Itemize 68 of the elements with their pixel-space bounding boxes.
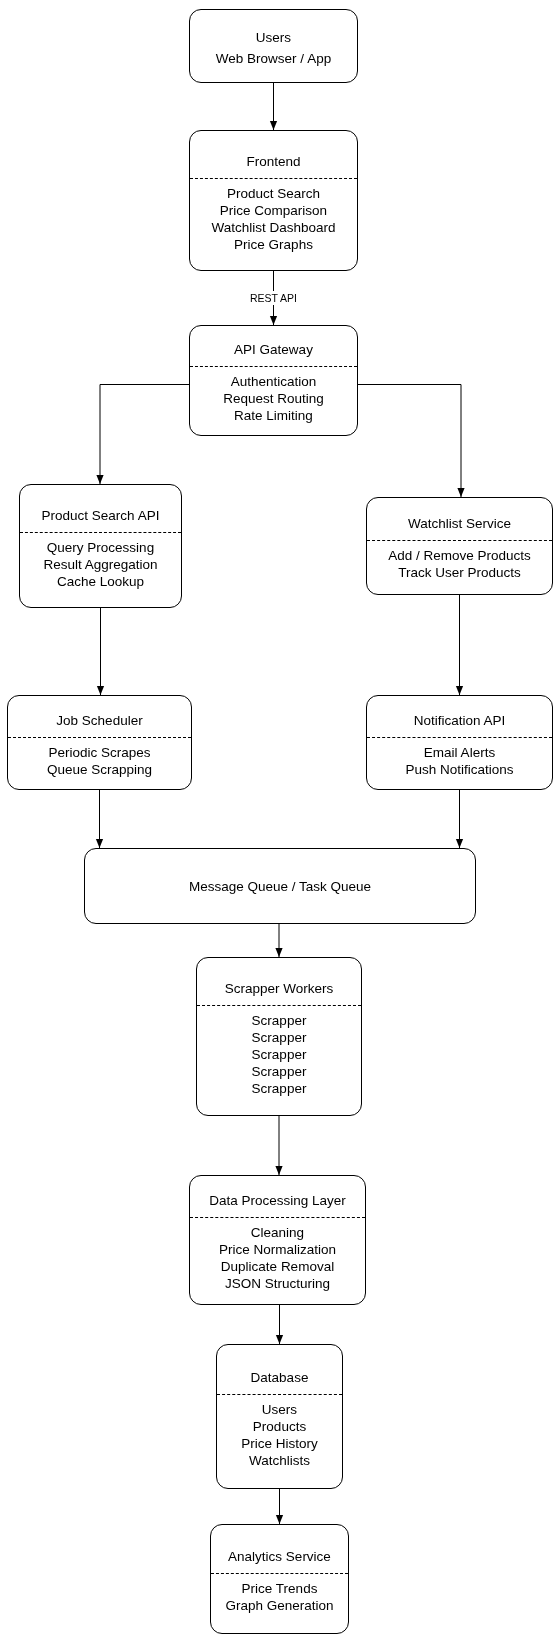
arrow bbox=[455, 789, 464, 849]
node-title: Database bbox=[250, 1368, 309, 1386]
node-text: Request Routing bbox=[223, 390, 324, 407]
node-text: Price History bbox=[241, 1434, 318, 1452]
node-text: Email Alerts bbox=[423, 743, 496, 761]
node-title: Data Processing Layer bbox=[209, 1192, 346, 1209]
service-box bbox=[196, 957, 362, 1116]
node-title: Analytics Service bbox=[228, 1548, 331, 1565]
node-text: Duplicate Removal bbox=[220, 1258, 335, 1275]
arrow bbox=[275, 923, 283, 958]
service-box bbox=[189, 1175, 366, 1305]
node-text: Rate Limiting bbox=[234, 407, 313, 424]
service-box bbox=[210, 1524, 349, 1634]
node-text: Price Trends bbox=[241, 1580, 318, 1597]
arrow bbox=[275, 1488, 284, 1525]
node-text: Scrapper bbox=[251, 1080, 307, 1097]
arrow bbox=[275, 1304, 284, 1345]
node-text: Queue Scrapping bbox=[46, 760, 153, 778]
node-text: Watchlist Dashboard bbox=[211, 218, 336, 236]
node-text: Push Notifications bbox=[405, 760, 514, 778]
node-title: Watchlist Service bbox=[408, 515, 511, 532]
node-title: Scrapper Workers bbox=[224, 980, 334, 997]
node-text: Result Aggregation bbox=[43, 555, 158, 573]
edge-label: REST API bbox=[248, 291, 299, 305]
node-text: Cleaning bbox=[250, 1224, 305, 1241]
arrow bbox=[95, 789, 104, 849]
node-text: Watchlists bbox=[249, 1451, 310, 1469]
node-title: Job Scheduler bbox=[56, 711, 143, 729]
node-text: JSON Structuring bbox=[224, 1275, 330, 1292]
service-box bbox=[84, 848, 476, 924]
node-text: Cache Lookup bbox=[56, 572, 145, 590]
service-box bbox=[189, 325, 358, 436]
node-text: Web Browser / App bbox=[215, 50, 332, 67]
node-title: Product Search API bbox=[41, 506, 160, 524]
service-box bbox=[189, 130, 358, 271]
node-text: Products bbox=[252, 1417, 307, 1435]
node-text: Add / Remove Products bbox=[388, 547, 531, 564]
service-box bbox=[366, 695, 553, 790]
node-title: Notification API bbox=[413, 711, 506, 729]
node-text: Query Processing bbox=[46, 538, 155, 556]
service-box bbox=[189, 9, 358, 83]
service-box bbox=[216, 1344, 343, 1489]
arrow bbox=[269, 82, 278, 131]
node-text: Scrapper bbox=[251, 1012, 307, 1029]
node-text: Scrapper bbox=[251, 1063, 307, 1080]
node-text: Users bbox=[261, 1400, 298, 1418]
node-text: Product Search bbox=[226, 184, 321, 202]
arrow bbox=[275, 1115, 283, 1176]
node-text: Periodic Scrapes bbox=[48, 743, 151, 761]
arrow bbox=[455, 594, 464, 696]
node-title: Users bbox=[255, 29, 292, 46]
arrow bbox=[357, 384, 465, 498]
node-text: Price Graphs bbox=[234, 235, 313, 253]
service-box bbox=[366, 497, 553, 595]
node-text: Authentication bbox=[230, 373, 317, 390]
arrow bbox=[96, 607, 105, 696]
arrow bbox=[96, 384, 190, 485]
node-text: Scrapper bbox=[251, 1046, 307, 1063]
node-title: API Gateway bbox=[234, 341, 313, 358]
service-box bbox=[7, 695, 192, 790]
node-text: Scrapper bbox=[251, 1029, 307, 1046]
node-text: Graph Generation bbox=[225, 1597, 334, 1614]
node-text: Price Comparison bbox=[219, 201, 328, 219]
node-text: Price Normalization bbox=[218, 1241, 336, 1258]
node-title: Frontend bbox=[246, 152, 301, 170]
node-title: Message Queue / Task Queue bbox=[188, 877, 372, 895]
node-text: Track User Products bbox=[398, 564, 521, 581]
service-box bbox=[19, 484, 182, 608]
